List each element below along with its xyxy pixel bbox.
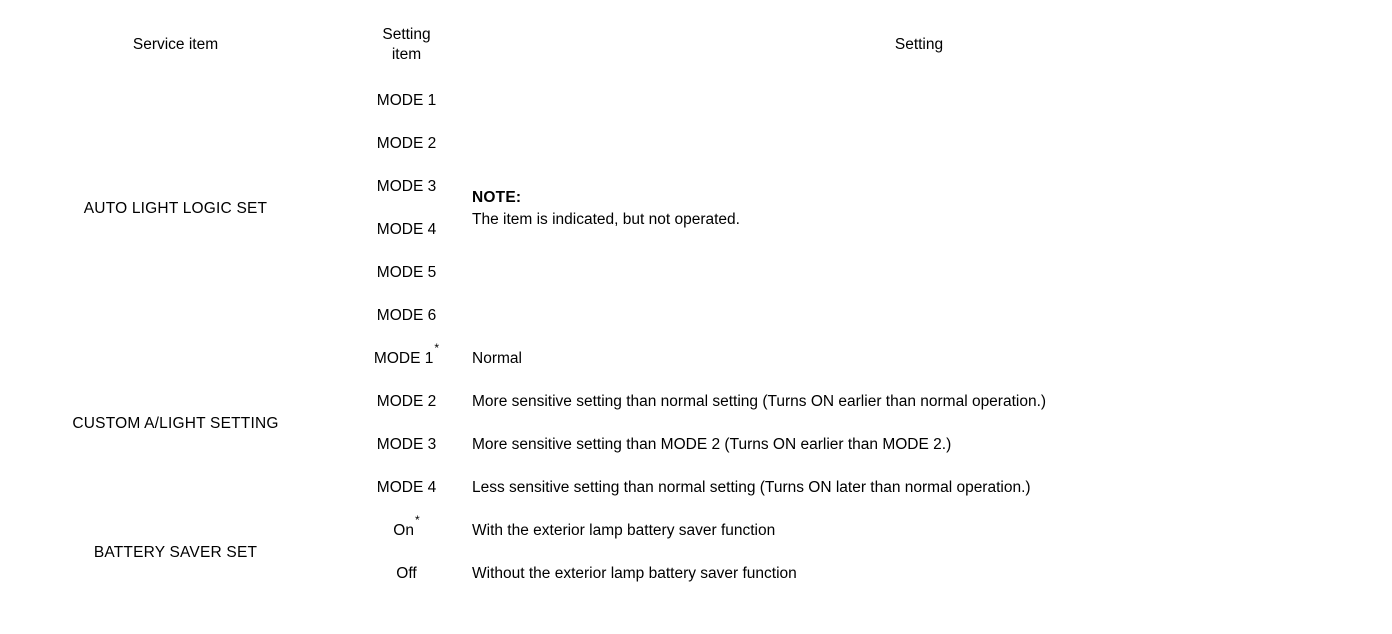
setting-item-cell: MODE 5 — [376, 264, 437, 282]
header-row: Service item Setting item Setting — [10, 10, 1366, 80]
note-body: The item is indicated, but not operated. — [472, 210, 740, 228]
table-row: MODE 5 — [10, 252, 1366, 295]
setting-item-cell: MODE 3 — [376, 178, 437, 196]
setting-item-label: MODE 1 — [373, 350, 434, 368]
service-item-custom-a-light-setting: CUSTOM A/LIGHT SETTING — [72, 414, 279, 432]
table-header: Service item Setting item Setting — [10, 10, 1366, 80]
setting-description-cell: More sensitive setting than MODE 2 (Turn… — [472, 436, 952, 454]
table-row: CUSTOM A/LIGHT SETTING MODE 1* Normal — [10, 338, 1366, 432]
setting-item-cell: MODE 2 — [376, 393, 437, 411]
table-body: AUTO LIGHT LOGIC SET MODE 1 NOTE: The it… — [10, 80, 1366, 596]
setting-description-cell: Normal — [472, 350, 522, 368]
column-header-setting-item-line2: item — [391, 46, 422, 63]
column-header-setting-item-line1: Setting — [382, 26, 431, 44]
table-row: MODE 6 — [10, 295, 1366, 338]
setting-item-cell: MODE 3 — [376, 436, 437, 454]
setting-description-cell: With the exterior lamp battery saver fun… — [472, 522, 776, 540]
table-row: Off Without the exterior lamp battery sa… — [10, 553, 1366, 596]
table-row: MODE 3 — [10, 166, 1366, 209]
column-header-service-item: Service item — [132, 35, 219, 53]
note-title: NOTE: — [472, 188, 522, 206]
setting-note-cell: NOTE: The item is indicated, but not ope… — [472, 80, 1366, 338]
setting-item-cell: On* — [341, 510, 472, 553]
setting-item-label: On — [393, 522, 414, 540]
setting-item-cell: Off — [396, 565, 417, 583]
table-row: BATTERY SAVER SET On* With the exterior … — [10, 510, 1366, 561]
table-row: MODE 2 More sensitive setting than norma… — [10, 381, 1366, 424]
table-row: AUTO LIGHT LOGIC SET MODE 1 NOTE: The it… — [10, 80, 1366, 227]
setting-description-cell: Without the exterior lamp battery saver … — [472, 565, 797, 583]
table-row: MODE 2 — [10, 123, 1366, 166]
service-item-battery-saver-set: BATTERY SAVER SET — [93, 543, 258, 561]
setting-item-cell: MODE 6 — [376, 307, 437, 325]
table-row: MODE 4 Less sensitive setting than norma… — [10, 467, 1366, 510]
service-item-setting-table: Service item Setting item Setting AUTO L… — [10, 10, 1366, 596]
column-header-setting: Setting — [894, 35, 944, 53]
service-item-auto-light-logic-set: AUTO LIGHT LOGIC SET — [83, 199, 268, 217]
setting-item-cell: MODE 2 — [376, 135, 437, 153]
setting-description-cell: Less sensitive setting than normal setti… — [472, 479, 1031, 497]
table-row: MODE 4 — [10, 209, 1366, 252]
asterisk-marker: * — [414, 512, 420, 527]
setting-item-cell: MODE 1 — [376, 92, 437, 110]
setting-description-cell: More sensitive setting than normal setti… — [472, 393, 1047, 411]
setting-item-cell: MODE 4 — [376, 221, 437, 239]
setting-item-cell: MODE 1* — [341, 338, 472, 381]
asterisk-marker: * — [434, 340, 440, 355]
column-header-setting-item: Setting item — [341, 10, 472, 80]
table-row: MODE 3 More sensitive setting than MODE … — [10, 424, 1366, 467]
setting-item-cell: MODE 4 — [376, 479, 437, 497]
